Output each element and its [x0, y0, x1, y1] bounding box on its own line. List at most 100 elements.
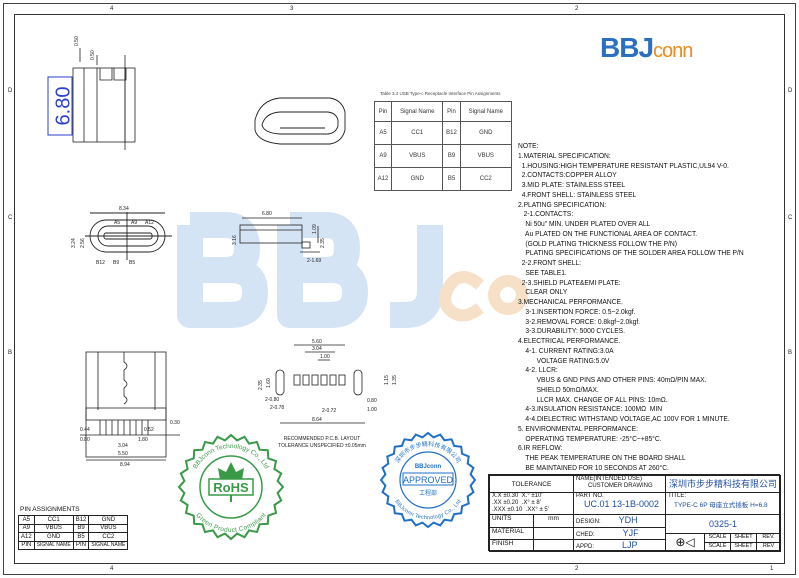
finish-label: FINISH: [489, 539, 534, 552]
zone-number-bottom: 4: [110, 566, 114, 572]
note-line: NOTE:: [518, 141, 539, 150]
note-line: 4-1. CURRENT RATING:3.0A: [518, 345, 614, 355]
note-line: CLEAR ONLY: [518, 287, 568, 297]
rohs-stamp: RoHS BBJconn Technology Co., Ltd Green P…: [177, 433, 285, 541]
note-line: PLATING SPECIFICATIONS OF THE SOLDER ARE…: [518, 248, 744, 258]
note-line: SEE TABLE1.: [518, 267, 567, 277]
note-line: 2-1.CONTACTS:: [518, 209, 574, 219]
side-length-label: 6.80: [262, 211, 272, 217]
dim-label: 2.35: [258, 380, 264, 390]
dim-label: 2-0.78: [270, 405, 284, 411]
note-line: 2-2.FRONT SHELL:: [518, 258, 582, 267]
dim-label: 1.00: [367, 407, 377, 413]
approved-stamp: BBJconn APPROVED 工程部 深圳市步步精科技有限公司 BBJcon…: [379, 431, 477, 529]
note-line: 4-3.INSULATION RESISTANCE: 100MΩ MIN: [518, 404, 663, 414]
note-line: 1.HOUSING:HIGH TEMPERATURE RESISTANT PLA…: [518, 160, 729, 170]
dim-label: 5.60: [312, 339, 322, 345]
watermark-letters: [177, 212, 443, 328]
zone-letter-left: D: [8, 88, 13, 94]
note-line: 5. ENVIRONMENTAL PERFORMANCE:: [518, 423, 638, 433]
dim-label: 2-1.69: [307, 258, 321, 264]
note-line: 1.MATERIAL SPECIFICATION:: [518, 150, 611, 160]
height-box: [47, 76, 73, 136]
notes-block: NOTE:1.MATERIAL SPECIFICATION: 1.HOUSING…: [518, 141, 744, 473]
dim-label: 1.35: [392, 375, 398, 385]
dim-label: 0.80: [367, 398, 377, 404]
dim-label: 2-0.72: [322, 408, 336, 414]
pin-label: A5: [114, 220, 120, 226]
note-line: 4-2. LLCR:: [518, 365, 558, 375]
note-line: 3.MECHANICAL PERFORMANCE.: [518, 297, 623, 306]
pin-table-header: Pin: [442, 101, 461, 122]
pcb-caption: RECOMMENDED P.C.B. LAYOUT: [284, 436, 361, 442]
dim-label: 1.60: [266, 378, 272, 388]
dim-label: 8.64: [312, 417, 322, 423]
dim-label: 0.50: [90, 50, 96, 60]
design-cell: DESIGN:YDH: [573, 514, 666, 528]
front-height-label: 3.24: [71, 238, 77, 248]
zone-letter-right: C: [788, 215, 793, 221]
dim-label: 0.50: [74, 36, 80, 46]
pin-table-header: Pin: [373, 101, 393, 122]
top-view-height-label: 6.80: [52, 87, 74, 126]
brand-logo: BBJconn: [600, 32, 693, 63]
pin-label: B9: [113, 260, 119, 266]
projection-symbol-icon: ⊕◁: [665, 533, 705, 552]
note-line: LLCR MAX. CHANGE OF ALL PINS: 10mΩ.: [518, 394, 668, 404]
title-cell: TITLE:TYPE-C 6P 母座立式插板 H=6.8: [665, 492, 781, 515]
dim-label: 1.00: [320, 354, 330, 360]
top-view-drawing: [72, 48, 136, 150]
note-line: Ni 50u" MIN. UNDER PLATED OVER ALL: [518, 219, 651, 228]
note-line: 3-3.DURABILITY: 5000 CYCLES.: [518, 326, 626, 336]
drawing-number: 0325-1: [665, 514, 781, 534]
note-line: 3.MID PLATE: STAINLESS STEEL: [518, 180, 626, 189]
zone-number-top: 4: [110, 6, 114, 12]
svg-text:APPROVED: APPROVED: [403, 475, 454, 485]
units-label: UNITS: [489, 514, 534, 528]
note-line: 2.PLATING SPECIFICATION:: [518, 199, 607, 209]
front-view-drawing: [85, 212, 172, 260]
note-line: THE PEAK TEMPERATURE ON THE BOARD SHALL: [518, 453, 686, 462]
dim-label: 3.04: [118, 443, 128, 449]
svg-text:BBJconn: BBJconn: [415, 464, 442, 470]
dim-label: 2.35: [320, 238, 326, 248]
part-no-cell: PART NO.UC.01 13-1B-0002: [573, 492, 666, 515]
note-line: 6.IR REFLOW:: [518, 443, 563, 453]
title-block: TOLERANCE X.X ±0.30 X.° ±10' .XX ±0.20 .…: [488, 474, 781, 552]
inner-frame: [14, 14, 785, 564]
pin-table-header: Signal Name: [391, 101, 444, 122]
tolerance-label: TOLERANCE: [489, 475, 574, 493]
dim-label: 0.80: [80, 437, 90, 443]
note-line: 2-3.SHIELD PLATE&EMI PLATE:: [518, 277, 621, 287]
pin-label: A9: [131, 220, 137, 226]
zone-number-top: 2: [575, 6, 579, 12]
tolerance-values: X.X ±0.30 X.° ±10' .XX ±0.20 .X° ± 8' .X…: [489, 492, 574, 515]
note-line: 2.CONTACTS:COPPER ALLOY: [518, 170, 617, 180]
isometric-view-drawing: [254, 97, 346, 145]
note-line: VBUS & GND PINS AND OTHER PINS: 40mΩ/PIN…: [518, 375, 707, 384]
dim-label: 0.44: [80, 427, 90, 433]
note-line: BE MAINTAINED FOR 10 SECONDS AT 260°C.: [518, 462, 669, 472]
dim-label: 0.52: [144, 427, 154, 433]
svg-text:RoHS: RoHS: [213, 480, 249, 495]
tolerance-row: X.X ±0.30 X.° ±10': [492, 493, 543, 499]
zone-letter-right: D: [788, 88, 793, 94]
note-line: 4-4.DIELECTRIC WITHSTAND VOLTAGE,AC 100V…: [518, 414, 730, 423]
dim-label: 0.30: [170, 420, 180, 426]
front-height-label: 2.56: [80, 238, 86, 248]
pcb-caption: TOLERANCE UNSPECIFIED ±0.05mm: [278, 443, 366, 449]
rev-value: REV: [756, 542, 781, 552]
watermark-sub-letters: [439, 271, 528, 322]
side-view-drawing: [239, 217, 320, 253]
side-height-label: 3.16: [232, 235, 238, 245]
dim-label: 5.50: [118, 451, 128, 457]
zone-letter-right: B: [788, 350, 793, 356]
company-name: 深圳市步步精科技有限公司: [665, 475, 781, 493]
front-width-label: 8.34: [119, 206, 129, 212]
outer-frame: [3, 3, 796, 575]
